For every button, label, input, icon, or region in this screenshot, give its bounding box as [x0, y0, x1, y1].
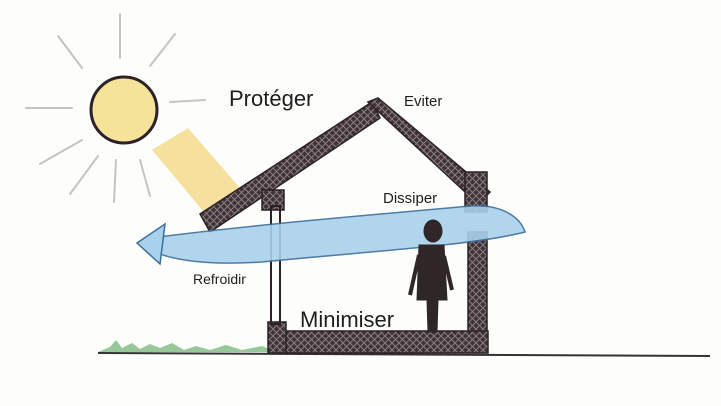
- label-dissiper: Dissiper: [383, 190, 438, 207]
- airflow-arrow-icon: [135, 205, 526, 266]
- person-icon: [408, 219, 454, 333]
- ground-line: [97, 352, 711, 357]
- roof-left: [199, 100, 381, 234]
- grass-icon: [98, 340, 276, 352]
- label-minimiser: Minimiser: [300, 307, 395, 332]
- sun-icon: [25, 13, 206, 203]
- floor-slab: [273, 330, 489, 354]
- label-eviter: Eviter: [404, 93, 443, 110]
- left-corner: [267, 321, 287, 354]
- label-proteger: Protéger: [229, 86, 314, 111]
- right-wall: [467, 231, 488, 346]
- left-window-frame: [270, 205, 281, 325]
- roof-right: [366, 97, 492, 206]
- sunbeam: [152, 128, 240, 212]
- house: [199, 97, 492, 354]
- label-refroidir: Refroidir: [193, 271, 246, 287]
